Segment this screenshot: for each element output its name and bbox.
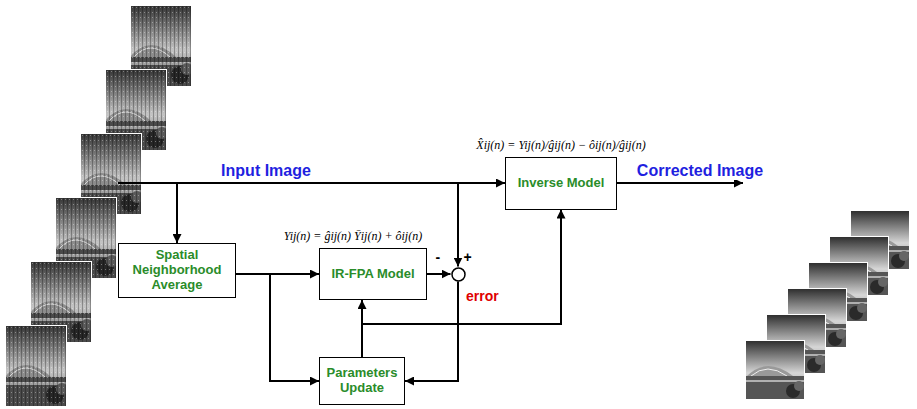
input-branch-wire	[176, 183, 178, 243]
signal-connector	[236, 274, 319, 381]
input-branch-wire	[457, 183, 459, 267]
spatial-average-box: Spatial Neighborhood Average	[118, 243, 236, 298]
box-title: IR-FPA Model	[331, 267, 414, 282]
summing-junction: -+	[451, 267, 466, 282]
box-title: Inverse Model	[518, 176, 605, 191]
corrected-image-stack	[745, 210, 910, 400]
junction-circle	[452, 268, 465, 281]
box-title: Spatial Neighborhood Average	[125, 248, 229, 293]
output-wire	[617, 182, 743, 184]
inverse-model-box: X̂ij(n) = Yij(n)/ĝij(n) − ôij(n)/ĝij(n)I…	[505, 157, 617, 210]
input-frame	[5, 325, 68, 407]
signal-label: Input Image	[219, 162, 313, 180]
model-equation: Yij(n) = ĝij(n) Ȳij(n) + ôij(n)	[282, 229, 424, 244]
signal-connector	[427, 273, 451, 275]
error-label: error	[466, 288, 499, 304]
sign-mark: -	[436, 250, 441, 264]
parameters-update-box: Parameters Update	[319, 357, 405, 405]
corrected-frame	[745, 340, 805, 400]
sign-mark: +	[464, 250, 472, 264]
inverse-equation: X̂ij(n) = Yij(n)/ĝij(n) − ôij(n)/ĝij(n)	[474, 138, 647, 153]
box-title: Parameters Update	[326, 366, 398, 396]
junction-circle	[451, 267, 466, 282]
irfpa-model-box: Yij(n) = ĝij(n) Ȳij(n) + ôij(n)IR-FPA Mo…	[319, 248, 427, 300]
input-image-stack	[5, 5, 193, 407]
signal-label: Corrected Image	[635, 162, 765, 180]
